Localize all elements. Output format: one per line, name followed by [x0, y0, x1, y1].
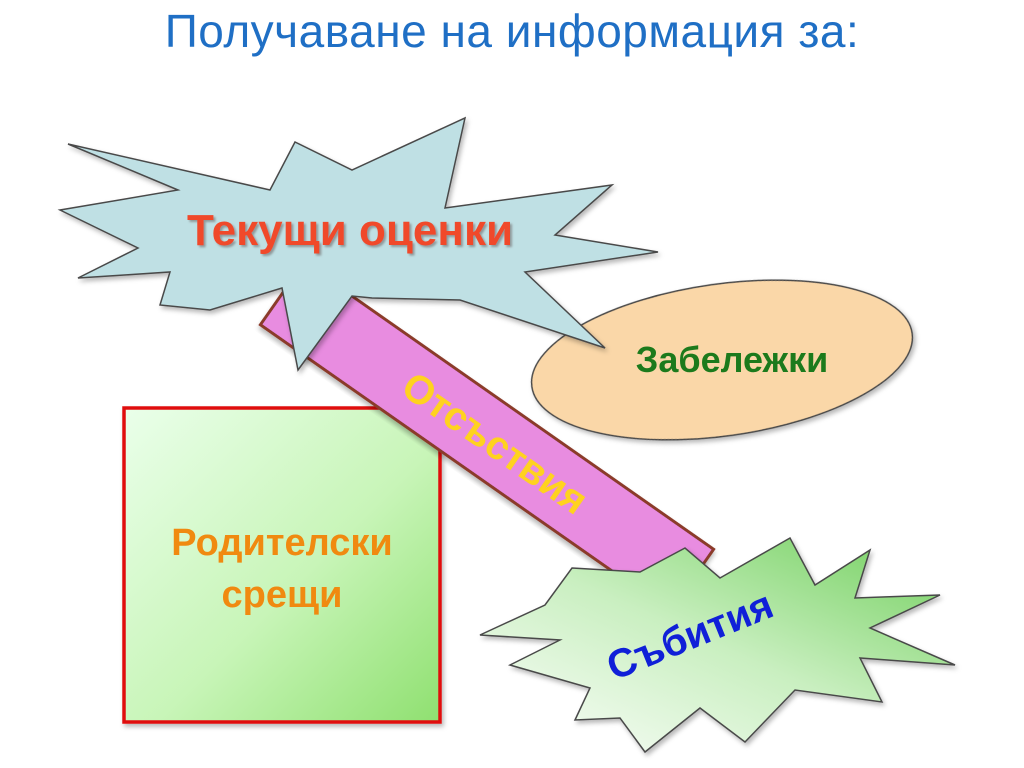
parent-meetings-label-line1: Родителски [171, 522, 393, 564]
slide-title: Получаване на информация за: [164, 5, 860, 57]
events-explosion: Събития [479, 536, 956, 754]
parent-meetings-label-line2: срещи [222, 574, 343, 616]
notes-label: Забележки [636, 339, 828, 380]
current-grades-explosion: Текущи оценки [57, 116, 659, 372]
notes-ellipse: Забележки [530, 279, 914, 441]
parent-meetings-box: Родителски срещи [122, 406, 442, 724]
current-grades-label: Текущи оценки [187, 206, 513, 255]
